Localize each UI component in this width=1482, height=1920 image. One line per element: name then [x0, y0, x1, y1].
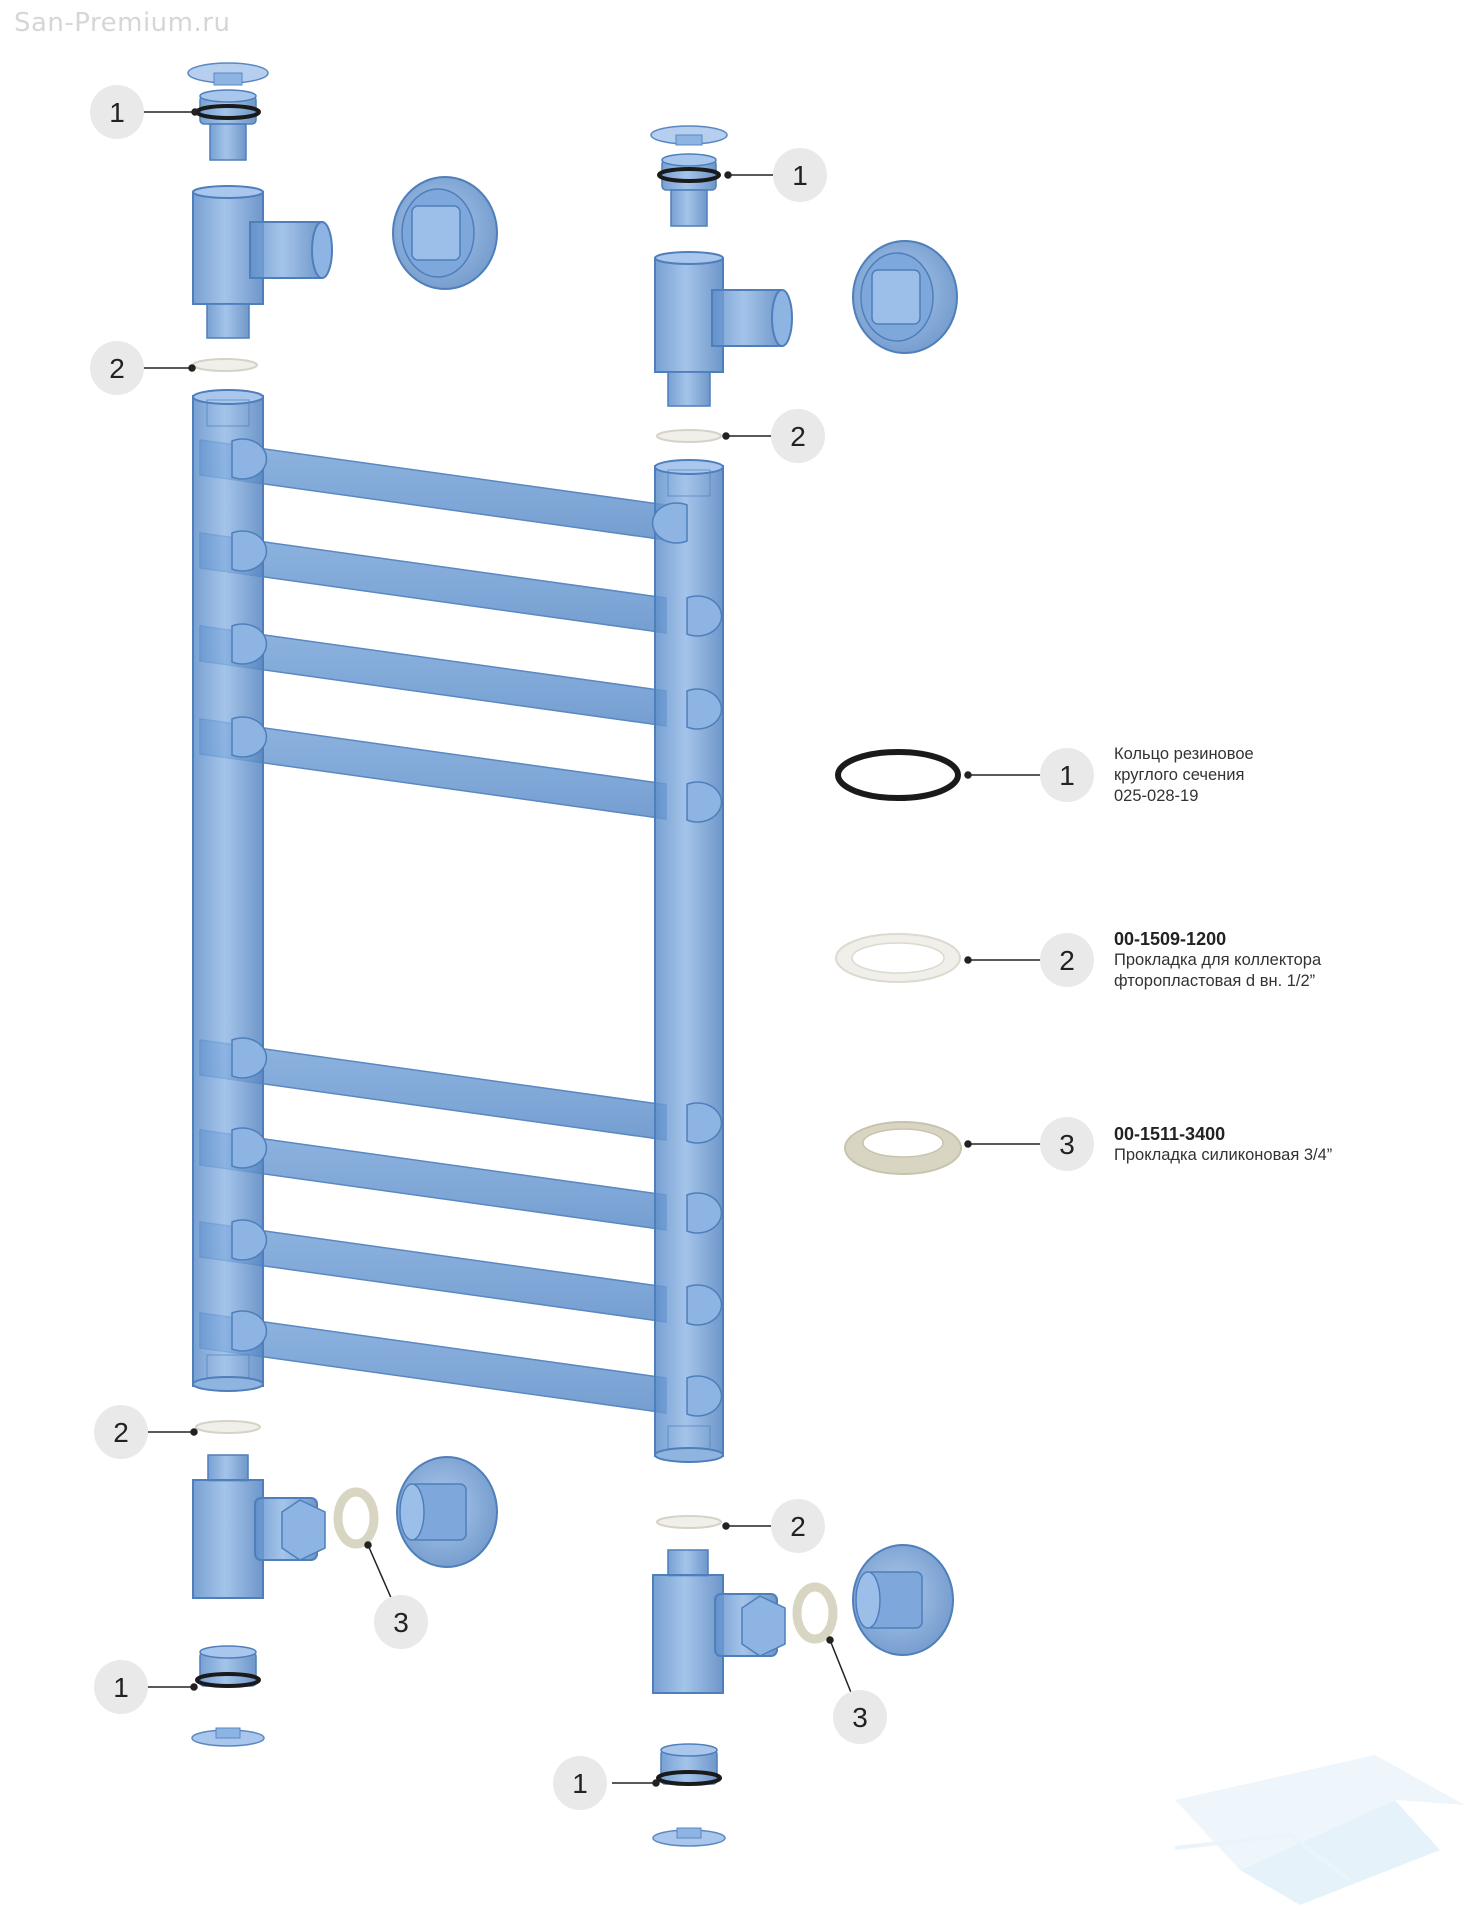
legend-3-code: 00-1511-3400 — [1114, 1124, 1226, 1144]
legend-item-1-text: Кольцо резиновое круглого сечения 025-02… — [1114, 744, 1254, 807]
legend-callout-3: 3 — [1040, 1117, 1094, 1171]
legend-2-line-2: фторопластовая d вн. 1/2” — [1114, 972, 1316, 990]
legend-callout-1: 1 — [1040, 748, 1094, 802]
silicone-gasket-bottom-left — [333, 1487, 379, 1549]
bottom-left-tee — [192, 1454, 326, 1599]
crossbar-8 — [199, 1312, 667, 1414]
callout-1-top-left: 1 — [90, 85, 144, 139]
oring-bottom-left — [195, 1672, 261, 1688]
bottom-right-tee — [652, 1549, 786, 1694]
callout-3-bottom-right: 3 — [833, 1690, 887, 1744]
svg-text:2: 2 — [790, 1511, 806, 1542]
legend-item-2-text: 00-1509-1200 Прокладка для коллектора фт… — [1114, 929, 1321, 992]
svg-text:1: 1 — [113, 1672, 129, 1703]
legend-callout-2: 2 — [1040, 933, 1094, 987]
callouts: 1 2 1 2 2 1 3 2 3 1 1 2 3 — [90, 85, 1094, 1810]
crossbar-1 — [199, 439, 667, 541]
legend-2-line-1: Прокладка для коллектора — [1114, 951, 1322, 969]
svg-text:3: 3 — [852, 1702, 868, 1733]
silicone-gasket-bottom-right — [792, 1582, 838, 1644]
bottom-right-plug — [652, 1743, 726, 1847]
bottom-left-wall-cap — [396, 1456, 498, 1568]
svg-text:2: 2 — [1059, 945, 1075, 976]
gasket-top-right — [656, 429, 722, 443]
top-right-tee — [654, 251, 793, 407]
svg-text:1: 1 — [572, 1768, 588, 1799]
svg-text:1: 1 — [792, 160, 808, 191]
oring-bottom-right — [656, 1770, 722, 1786]
legend-item-3-text: 00-1511-3400 Прокладка силиконовая 3/4” — [1114, 1124, 1332, 1166]
callout-2-top-left: 2 — [90, 341, 144, 395]
svg-text:1: 1 — [1059, 760, 1075, 791]
top-left-wall-cap — [392, 176, 498, 290]
callout-1-bottom-right: 1 — [553, 1756, 607, 1810]
legend-1-line-3: 025-028-19 — [1114, 787, 1199, 805]
svg-text:3: 3 — [393, 1607, 409, 1638]
legend-gasket-icon — [835, 933, 961, 983]
right-upright — [651, 459, 724, 1463]
oring-top-right — [657, 167, 721, 183]
left-upright — [192, 389, 268, 1392]
crossbar-2 — [199, 532, 667, 634]
gasket-bottom-left — [195, 1420, 261, 1434]
svg-text:2: 2 — [109, 353, 125, 384]
crossbar-5 — [199, 1039, 667, 1141]
legend-oring-icon — [835, 749, 961, 801]
callout-2-top-right: 2 — [771, 409, 825, 463]
callout-1-top-right: 1 — [773, 148, 827, 202]
crossbar-6 — [199, 1129, 667, 1231]
gasket-top-left — [192, 358, 258, 372]
crossbar-4 — [199, 718, 667, 820]
crossbars — [199, 439, 667, 1414]
towel-rail — [192, 389, 724, 1463]
bottom-left-plug — [191, 1645, 265, 1747]
top-left-tee — [192, 185, 333, 339]
legend-2-code: 00-1509-1200 — [1114, 929, 1227, 949]
legend-3-line-1: Прокладка силиконовая 3/4” — [1114, 1146, 1333, 1164]
svg-text:3: 3 — [1059, 1129, 1075, 1160]
crossbar-3 — [199, 625, 667, 727]
top-left-plug — [187, 62, 269, 161]
watermark-logo — [1174, 1755, 1465, 1905]
legend-silicone-gasket-icon — [844, 1121, 962, 1175]
bottom-right-wall-cap — [852, 1544, 954, 1656]
watermark-text: San-Premium.ru — [14, 8, 231, 38]
crossbar-7 — [199, 1221, 667, 1323]
svg-text:2: 2 — [113, 1417, 129, 1448]
callout-2-bottom-right: 2 — [771, 1499, 825, 1553]
callout-1-bottom-left: 1 — [94, 1660, 148, 1714]
leader-lines — [142, 108, 1040, 1787]
callout-2-bottom-left: 2 — [94, 1405, 148, 1459]
top-right-plug — [650, 125, 728, 227]
gasket-bottom-right — [656, 1515, 722, 1529]
legend-1-line-1: Кольцо резиновое — [1114, 745, 1254, 763]
svg-text:1: 1 — [109, 97, 125, 128]
legend-1-line-2: круглого сечения — [1114, 766, 1245, 784]
svg-text:2: 2 — [790, 421, 806, 452]
top-right-wall-cap — [852, 240, 958, 354]
callout-3-bottom-left: 3 — [374, 1595, 428, 1649]
